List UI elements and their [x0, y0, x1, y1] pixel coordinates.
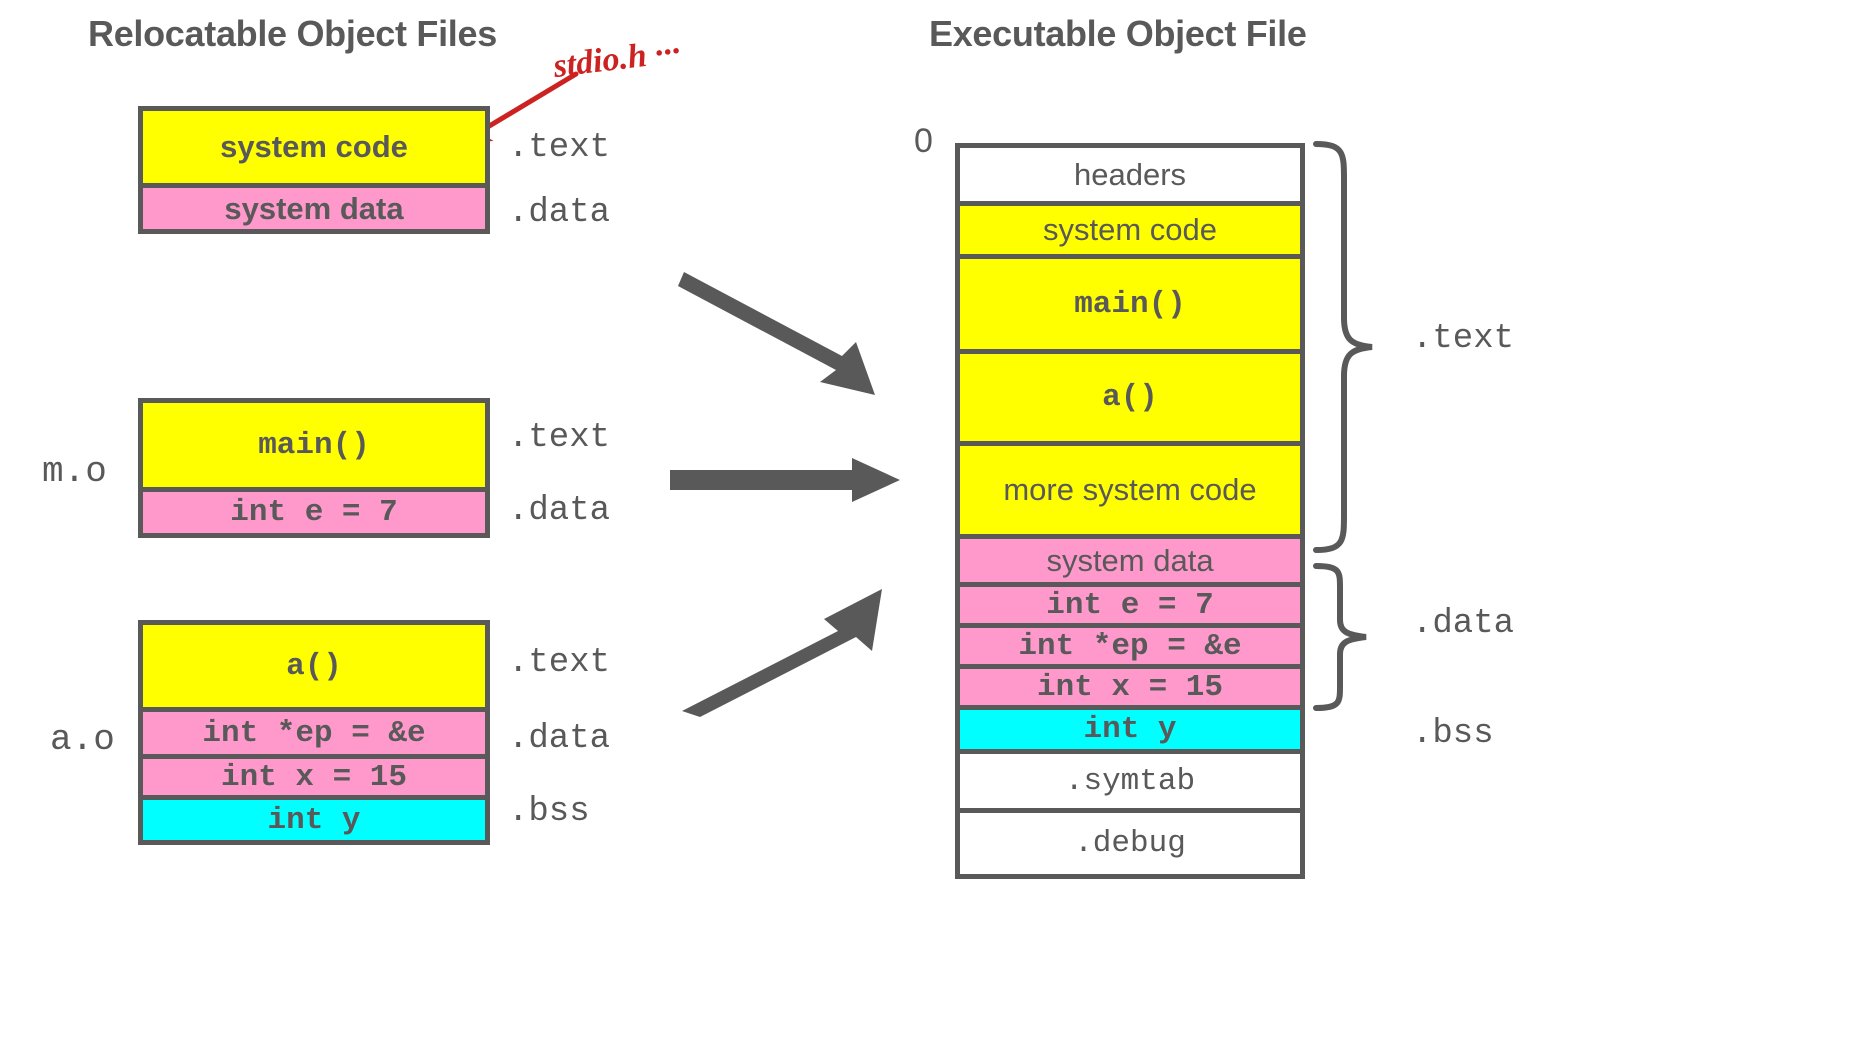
section-name-data: .data [508, 492, 611, 530]
section-name-data: .data [508, 720, 611, 758]
brace-label-text: .text [1412, 320, 1515, 358]
brace-text [1313, 141, 1373, 553]
executable-row-int-e[interactable]: int e = 7 [955, 587, 1305, 628]
section-name-bss: .bss [508, 793, 590, 831]
right-column-title: Executable Object File [929, 13, 1307, 54]
relocatable-file-0[interactable]: system code system data [138, 106, 490, 234]
section-name-text: .text [508, 129, 611, 167]
executable-row-int-y[interactable]: int y [955, 710, 1305, 754]
executable-row-symtab[interactable]: .symtab [955, 754, 1305, 813]
object-file-name-m-o: m.o [42, 451, 107, 492]
section-name-data: .data [508, 194, 611, 232]
executable-row-int-ep[interactable]: int *ep = &e [955, 628, 1305, 669]
origin-address-label: 0 [914, 122, 933, 160]
executable-row-headers[interactable]: headers [955, 143, 1305, 206]
section-row[interactable]: system data [138, 188, 490, 234]
brace-data [1313, 563, 1367, 711]
executable-row-int-x[interactable]: int x = 15 [955, 669, 1305, 710]
executable-object-file[interactable]: headers system code main() a() more syst… [955, 143, 1305, 879]
link-arrow-top [678, 272, 875, 395]
section-row[interactable]: int *ep = &e [138, 712, 490, 759]
section-row[interactable]: int y [138, 800, 490, 845]
brace-label-data: .data [1412, 605, 1515, 643]
executable-row-more-system-code[interactable]: more system code [955, 446, 1305, 539]
executable-row-system-data[interactable]: system data [955, 539, 1305, 587]
executable-row-system-code[interactable]: system code [955, 206, 1305, 259]
label-bss: .bss [1412, 715, 1494, 753]
section-row[interactable]: system code [138, 106, 490, 188]
relocatable-file-a-o[interactable]: a() int *ep = &e int x = 15 int y [138, 620, 490, 845]
relocatable-file-m-o[interactable]: main() int e = 7 [138, 398, 490, 538]
link-arrow-middle [670, 458, 900, 502]
section-name-text: .text [508, 419, 611, 457]
section-row[interactable]: int e = 7 [138, 492, 490, 538]
section-row[interactable]: int x = 15 [138, 759, 490, 800]
section-row[interactable]: a() [138, 620, 490, 712]
object-file-name-a-o: a.o [50, 719, 115, 760]
section-row[interactable]: main() [138, 398, 490, 492]
left-column-title: Relocatable Object Files [88, 13, 497, 54]
executable-row-debug[interactable]: .debug [955, 813, 1305, 879]
section-name-text: .text [508, 644, 611, 682]
executable-row-a[interactable]: a() [955, 354, 1305, 446]
link-arrow-bottom [682, 589, 882, 717]
executable-row-main[interactable]: main() [955, 259, 1305, 354]
